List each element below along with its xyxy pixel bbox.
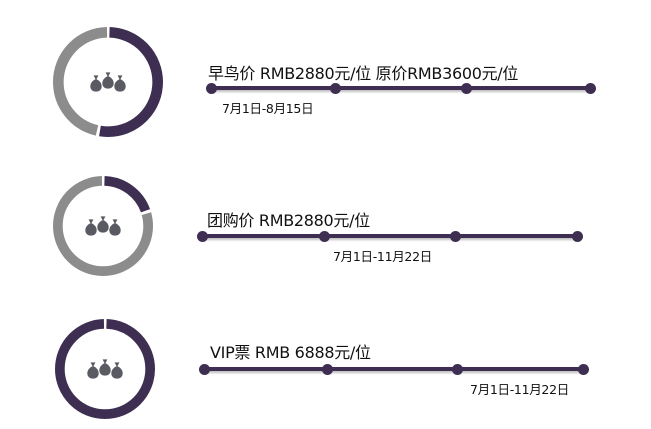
timeline-dot [329,82,341,94]
ring-group [55,319,155,419]
money-bag-icon [110,361,124,380]
money-bag-icon [86,361,100,380]
timeline-dot [460,82,472,94]
money-bag-icon [101,71,115,90]
timeline-dot [321,363,333,375]
ring-group [53,176,153,276]
ring-fill [55,319,155,419]
progress-ring [52,26,164,138]
money-bag-icon [108,218,122,237]
money-bags-icon [86,358,124,380]
timeline-dot [571,230,583,242]
timeline-dot [198,363,210,375]
timeline-dot [577,363,589,375]
tier-title: 团购价 RMB2880元/位 [207,211,370,230]
money-bag-icon [98,358,112,377]
money-bag-icon [96,215,110,234]
progress-ring [53,176,153,276]
timeline-dot [449,230,461,242]
tier-date: 7月1日-11月22日 [470,382,569,397]
timeline-dot [451,363,463,375]
ring-fill [52,26,164,138]
timeline-dot [584,82,596,94]
timeline-line [204,367,584,371]
timeline-dot [205,82,217,94]
ring-track [52,26,164,138]
money-bag-icon [84,218,98,237]
progress-ring [55,319,155,419]
tier-title: 早鸟价 RMB2880元/位 原价RMB3600元/位 [208,64,519,83]
timeline-dot [196,230,208,242]
tier-title: VIP票 RMB 6888元/位 [210,343,371,362]
money-bag-icon [113,74,127,93]
ring-track [53,176,153,276]
money-bags-icon [84,215,122,237]
timeline-line [211,86,590,90]
money-bags-icon [89,71,127,93]
timeline-line [202,234,578,238]
timeline-dot [318,230,330,242]
money-bag-icon [89,74,103,93]
ring-group [52,26,164,138]
tier-date: 7月1日-8月15日 [222,101,314,116]
tier-date: 7月1日-11月22日 [333,249,432,264]
